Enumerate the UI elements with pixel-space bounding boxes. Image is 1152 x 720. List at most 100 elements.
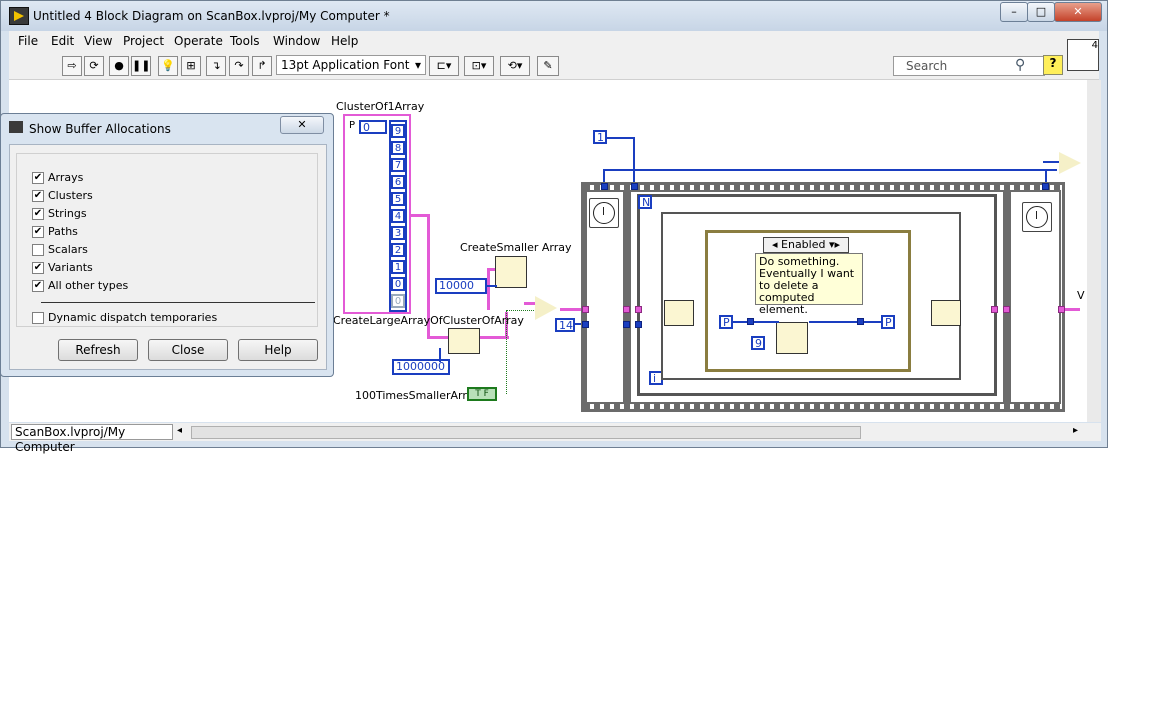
tunnel[interactable]: [623, 306, 630, 313]
p-left-terminal[interactable]: P: [719, 315, 733, 329]
inner-loop[interactable]: [661, 212, 961, 380]
p-right-terminal[interactable]: P: [881, 315, 895, 329]
checkbox-arrays[interactable]: ✔: [32, 172, 44, 184]
wire[interactable]: [733, 321, 779, 323]
wire[interactable]: [487, 268, 497, 271]
checkbox-strings[interactable]: ✔: [32, 208, 44, 220]
tunnel[interactable]: [582, 306, 589, 313]
tunnel[interactable]: [631, 183, 638, 190]
array-element[interactable]: 4: [391, 209, 405, 223]
maximize-button[interactable]: □: [1027, 2, 1055, 22]
retain-wire-values-icon[interactable]: ⊞: [181, 56, 201, 76]
wire[interactable]: [427, 336, 449, 339]
minimize-button[interactable]: –: [1000, 2, 1028, 22]
step-over-icon[interactable]: ↷: [229, 56, 249, 76]
subtract-node[interactable]: [1059, 152, 1081, 174]
scroll-right-icon[interactable]: ▸: [1073, 425, 1079, 436]
const-1000000[interactable]: 1000000: [392, 359, 450, 375]
highlight-execution-icon[interactable]: 💡: [158, 56, 178, 76]
scroll-left-icon[interactable]: ◂: [177, 425, 183, 436]
array-element[interactable]: 1: [391, 260, 405, 274]
array-element[interactable]: 5: [391, 192, 405, 206]
array-element[interactable]: 0: [391, 277, 405, 291]
tunnel[interactable]: [991, 306, 998, 313]
wire[interactable]: [479, 336, 509, 339]
sequence-frame-3[interactable]: [1009, 190, 1061, 404]
wire[interactable]: [1043, 161, 1059, 163]
font-dropdown[interactable]: 13pt Application Font▾: [276, 55, 426, 75]
loop-iteration-terminal[interactable]: i: [649, 371, 663, 385]
array-element[interactable]: 3: [391, 226, 405, 240]
wire[interactable]: [485, 285, 497, 287]
index-array-node[interactable]: [664, 300, 694, 326]
menu-help[interactable]: Help: [331, 34, 359, 48]
help-button[interactable]: Help: [238, 339, 318, 361]
create-smaller-node[interactable]: [495, 256, 527, 288]
delete-from-array-node[interactable]: [776, 322, 808, 354]
const-14[interactable]: 14: [555, 318, 575, 332]
create-large-node[interactable]: [448, 328, 480, 354]
wire[interactable]: [809, 321, 881, 323]
tunnel[interactable]: [635, 321, 642, 328]
bool-wire[interactable]: [506, 310, 508, 394]
tunnel[interactable]: [582, 321, 589, 328]
clock-icon[interactable]: [1022, 202, 1052, 232]
loop-count-terminal[interactable]: N: [638, 195, 652, 209]
reorder-icon[interactable]: ⟲▾: [500, 56, 530, 76]
wire[interactable]: [524, 302, 544, 305]
array-values[interactable]: 9 8 7 6 5 4 3 2 1 0 0: [389, 120, 407, 312]
wire[interactable]: [607, 137, 635, 139]
wire[interactable]: [1045, 169, 1047, 187]
const-10000[interactable]: 10000: [435, 278, 487, 294]
tunnel[interactable]: [623, 321, 630, 328]
abort-icon[interactable]: ●: [109, 56, 129, 76]
refresh-button[interactable]: Refresh: [58, 339, 138, 361]
array-element[interactable]: 2: [391, 243, 405, 257]
clock-icon[interactable]: [589, 198, 619, 228]
comment-label[interactable]: Do something. Eventually I want to delet…: [755, 253, 863, 316]
checkbox-paths[interactable]: ✔: [32, 226, 44, 238]
case-selector[interactable]: ◂ Enabled ▾▸: [763, 237, 849, 253]
wire[interactable]: [603, 169, 1057, 171]
menu-edit[interactable]: Edit: [51, 34, 75, 48]
menu-file[interactable]: File: [18, 34, 39, 48]
menu-project[interactable]: Project: [123, 34, 165, 48]
horizontal-scrollbar[interactable]: ScanBox.lvproj/My Computer ◂ ▸: [9, 423, 1101, 454]
wire[interactable]: [409, 214, 429, 217]
tunnel[interactable]: [601, 183, 608, 190]
tunnel[interactable]: [1003, 306, 1010, 313]
tunnel[interactable]: [1042, 183, 1049, 190]
tunnel[interactable]: [1058, 306, 1065, 313]
checkbox-dynamic-dispatch[interactable]: [32, 312, 44, 324]
distribute-objects-icon[interactable]: ⊡▾: [464, 56, 494, 76]
horizontal-scroll-thumb[interactable]: [191, 426, 861, 439]
menu-window[interactable]: Window: [273, 34, 321, 48]
close-dialog-button[interactable]: Close: [148, 339, 228, 361]
menu-tools[interactable]: Tools: [230, 34, 260, 48]
tunnel[interactable]: [635, 306, 642, 313]
array-element[interactable]: 7: [391, 158, 405, 172]
title-bar[interactable]: Untitled 4 Block Diagram on ScanBox.lvpr…: [1, 1, 1107, 31]
step-into-icon[interactable]: ↴: [206, 56, 226, 76]
const-1[interactable]: 1: [593, 130, 607, 144]
step-out-icon[interactable]: ↱: [252, 56, 272, 76]
context-help-button[interactable]: ?: [1043, 55, 1063, 75]
tunnel[interactable]: [747, 318, 754, 325]
pause-icon[interactable]: ❚❚: [131, 56, 151, 76]
run-arrow-icon[interactable]: ⇨: [62, 56, 82, 76]
search-input[interactable]: Search: [893, 56, 1045, 76]
align-objects-icon[interactable]: ⊏▾: [429, 56, 459, 76]
checkbox-scalars[interactable]: [32, 244, 44, 256]
checkbox-all-other-types[interactable]: ✔: [32, 280, 44, 292]
bool-constant[interactable]: T F: [467, 387, 497, 401]
wire[interactable]: [603, 169, 605, 187]
checkbox-variants[interactable]: ✔: [32, 262, 44, 274]
array-element[interactable]: 6: [391, 175, 405, 189]
wire[interactable]: [487, 270, 490, 310]
array-element[interactable]: 0: [391, 294, 405, 308]
cluster-constant[interactable]: P 0 9 8 7 6 5 4 3 2 1 0 0: [343, 114, 411, 314]
vertical-scrollbar[interactable]: [1087, 80, 1101, 422]
select-node[interactable]: [535, 296, 557, 320]
tunnel[interactable]: [857, 318, 864, 325]
clean-up-diagram-icon[interactable]: ✎: [537, 56, 559, 76]
